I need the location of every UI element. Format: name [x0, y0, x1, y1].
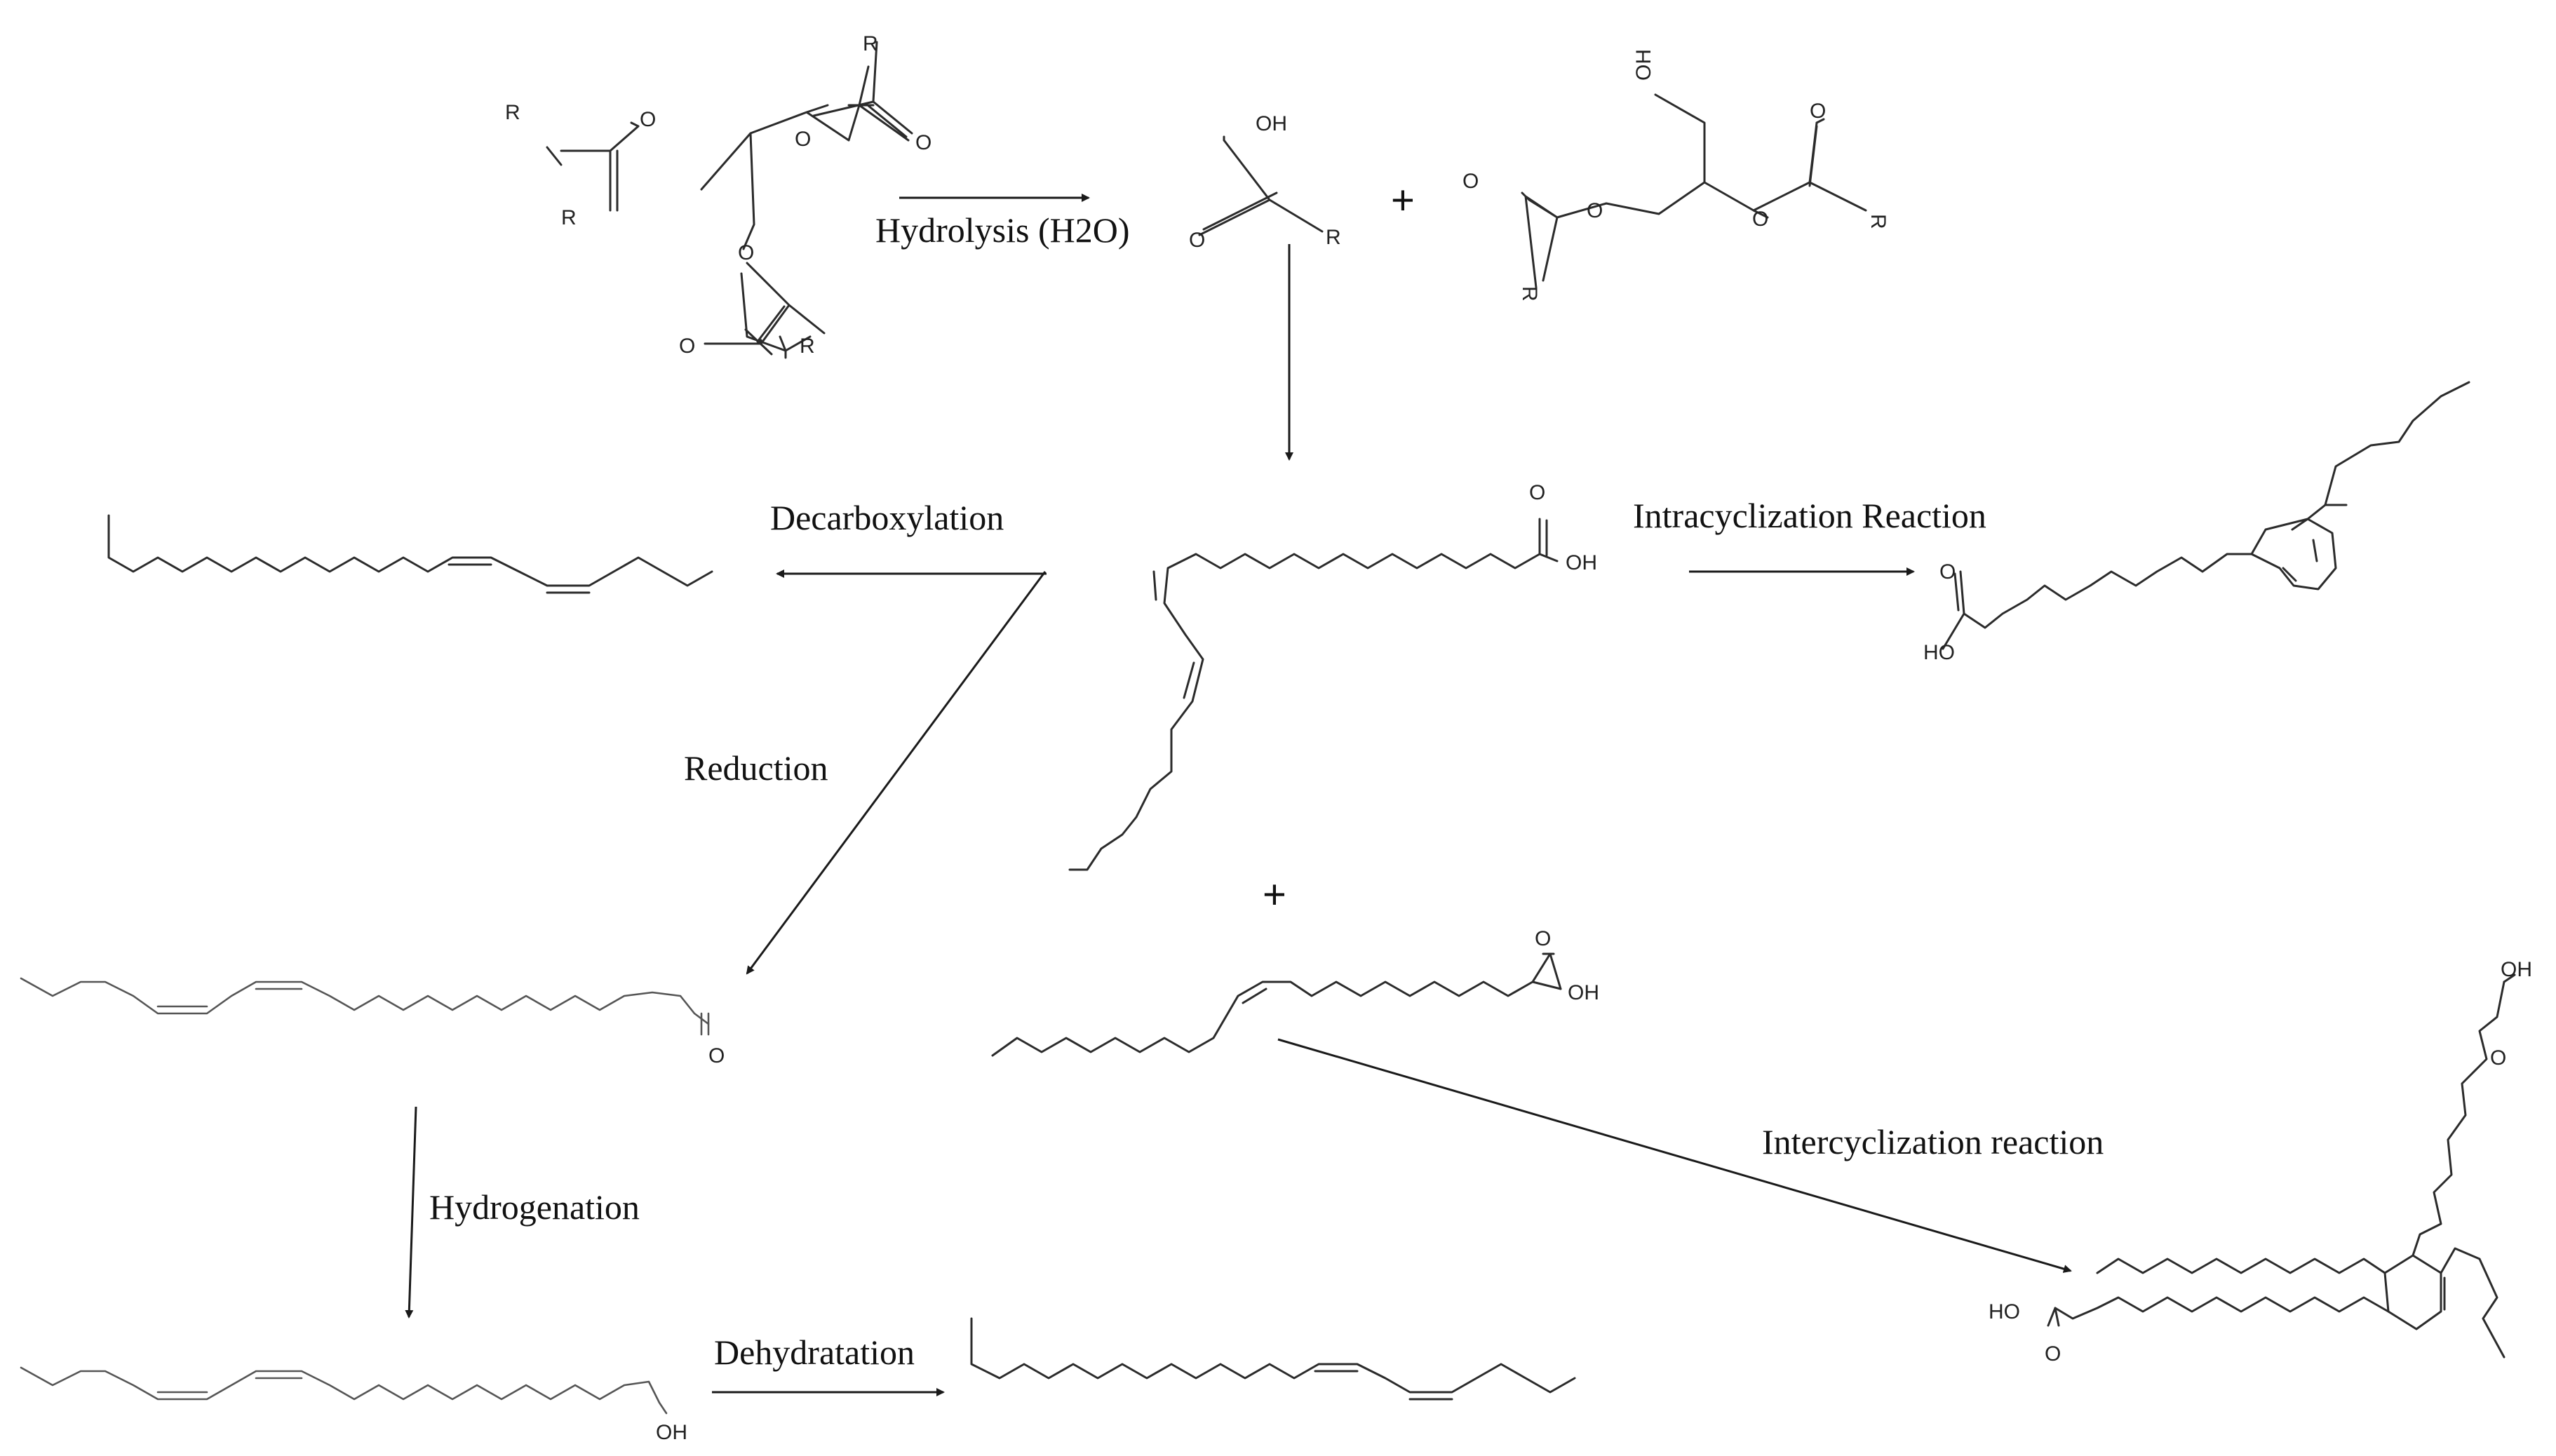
- fa-oh: OH: [1256, 112, 1287, 135]
- oleic-acid-molecule: [991, 952, 1562, 1057]
- intercyclized-dimer-molecule: [2047, 973, 2516, 1359]
- aldehyde-molecule: [20, 977, 710, 1036]
- fa-o: O: [1189, 229, 1205, 252]
- hydrogenation-arrow: [405, 1106, 417, 1319]
- dimer-oh: OH: [2501, 958, 2532, 981]
- tg-o5: O: [679, 335, 695, 358]
- dehydratation-label: Dehydratation: [714, 1333, 915, 1372]
- diglyceride-molecule: [1521, 93, 1867, 289]
- la-o: O: [1529, 481, 1545, 504]
- dg-r2: R: [1518, 286, 1541, 302]
- dimer-ho: HO: [1989, 1300, 2020, 1323]
- dg-oh: OH: [1632, 49, 1655, 81]
- intracyclized-product-molecule: [1942, 381, 2470, 650]
- decarboxylation-label: Decarboxylation: [770, 498, 1004, 537]
- tg-o3: O: [915, 131, 931, 154]
- linoleic-acid-molecule: [1068, 518, 1559, 871]
- alcohol-molecule: [20, 1366, 668, 1415]
- fatty-acid-molecule: [1198, 135, 1324, 236]
- cyc-ho: HO: [1923, 641, 1955, 664]
- hydrolysis-label: Hydrolysis (H2O): [875, 210, 1129, 250]
- reduction-label: Reduction: [684, 748, 828, 788]
- la-oh: OH: [1566, 551, 1597, 574]
- ola-oh: OH: [1568, 981, 1599, 1004]
- tg-r2: R: [561, 206, 577, 229]
- intercyclization-arrow: [1277, 1038, 2072, 1273]
- tg-o2: O: [795, 128, 811, 151]
- plus-sign-top: +: [1391, 177, 1415, 223]
- dimer-o1: O: [2490, 1046, 2506, 1070]
- dg-o2: O: [1752, 208, 1768, 231]
- triglyceride-molecule: [546, 41, 913, 359]
- intercyclization-label: Intercyclization reaction: [1762, 1122, 2104, 1161]
- alc-oh: OH: [656, 1421, 687, 1444]
- ald-o: O: [708, 1044, 725, 1067]
- cyc-o: O: [1939, 560, 1956, 584]
- hydrogenation-label: Hydrogenation: [429, 1187, 640, 1227]
- intracyclization-label: Intracyclization Reaction: [1633, 496, 1986, 535]
- tg-o1: O: [640, 108, 656, 131]
- fa-r: R: [1326, 226, 1341, 249]
- heptadecadiene-molecule: [107, 514, 713, 594]
- plus-sign-center: +: [1263, 872, 1286, 917]
- ola-o: O: [1535, 927, 1551, 950]
- dg-r1: R: [1866, 214, 1890, 229]
- tg-r4: R: [800, 335, 815, 358]
- tg-o4: O: [738, 241, 754, 264]
- tg-r1: R: [505, 101, 520, 124]
- dg-o1: O: [1810, 100, 1826, 123]
- dimer-o2: O: [2045, 1342, 2061, 1366]
- alkene-product-molecule: [970, 1317, 1576, 1401]
- reduction-arrow: [746, 571, 1047, 975]
- dg-o4: O: [1462, 170, 1479, 193]
- dg-o3: O: [1587, 199, 1603, 222]
- tg-r3: R: [863, 32, 878, 55]
